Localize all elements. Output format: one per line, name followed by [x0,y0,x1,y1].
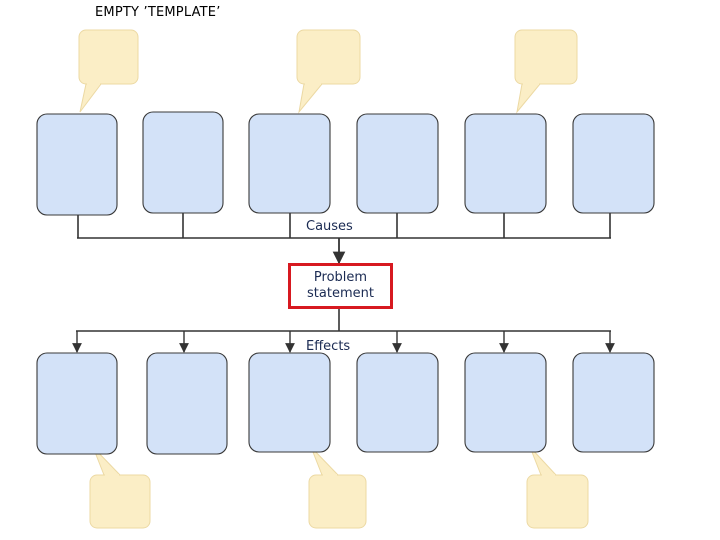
callout-tail [298,83,324,114]
effects-label: Effects [306,339,351,354]
cause-box-5 [464,113,547,214]
cause-box-4 [356,113,439,214]
problem-statement-box[interactable]: Problem statement [288,263,393,309]
callouts [78,29,589,529]
callout-bubble [308,474,367,529]
callout-bubble [89,474,151,529]
causes-label: Causes [306,219,353,234]
cause-box-3 [248,113,331,214]
page-title: EMPTY ’TEMPLATE’ [95,5,221,20]
cause-callout [78,29,139,113]
callout-bubble [78,29,139,85]
cause-callout [296,29,361,114]
effect-callout [89,446,151,529]
callout-bubble [514,29,578,85]
callout-bubble [296,29,361,85]
cause-box-2 [142,111,224,214]
callout-bubble [526,474,589,529]
callout-tail [516,83,542,114]
connector-lines [72,213,615,353]
effect-box-6 [572,352,655,453]
effect-box-3 [248,352,331,453]
effect-box-4 [356,352,439,453]
boxes [36,111,655,455]
problem-line-1: Problem [313,270,368,285]
cause-box-1 [36,113,118,216]
cause-callout [514,29,578,114]
cause-box-6 [572,113,655,214]
callout-tail [79,83,102,113]
problem-line-2: statement [307,286,374,301]
effect-box-5 [464,352,547,453]
effect-callout [308,446,367,529]
effect-box-2 [146,352,228,455]
effect-callout [526,446,589,529]
effect-box-1 [36,352,118,455]
